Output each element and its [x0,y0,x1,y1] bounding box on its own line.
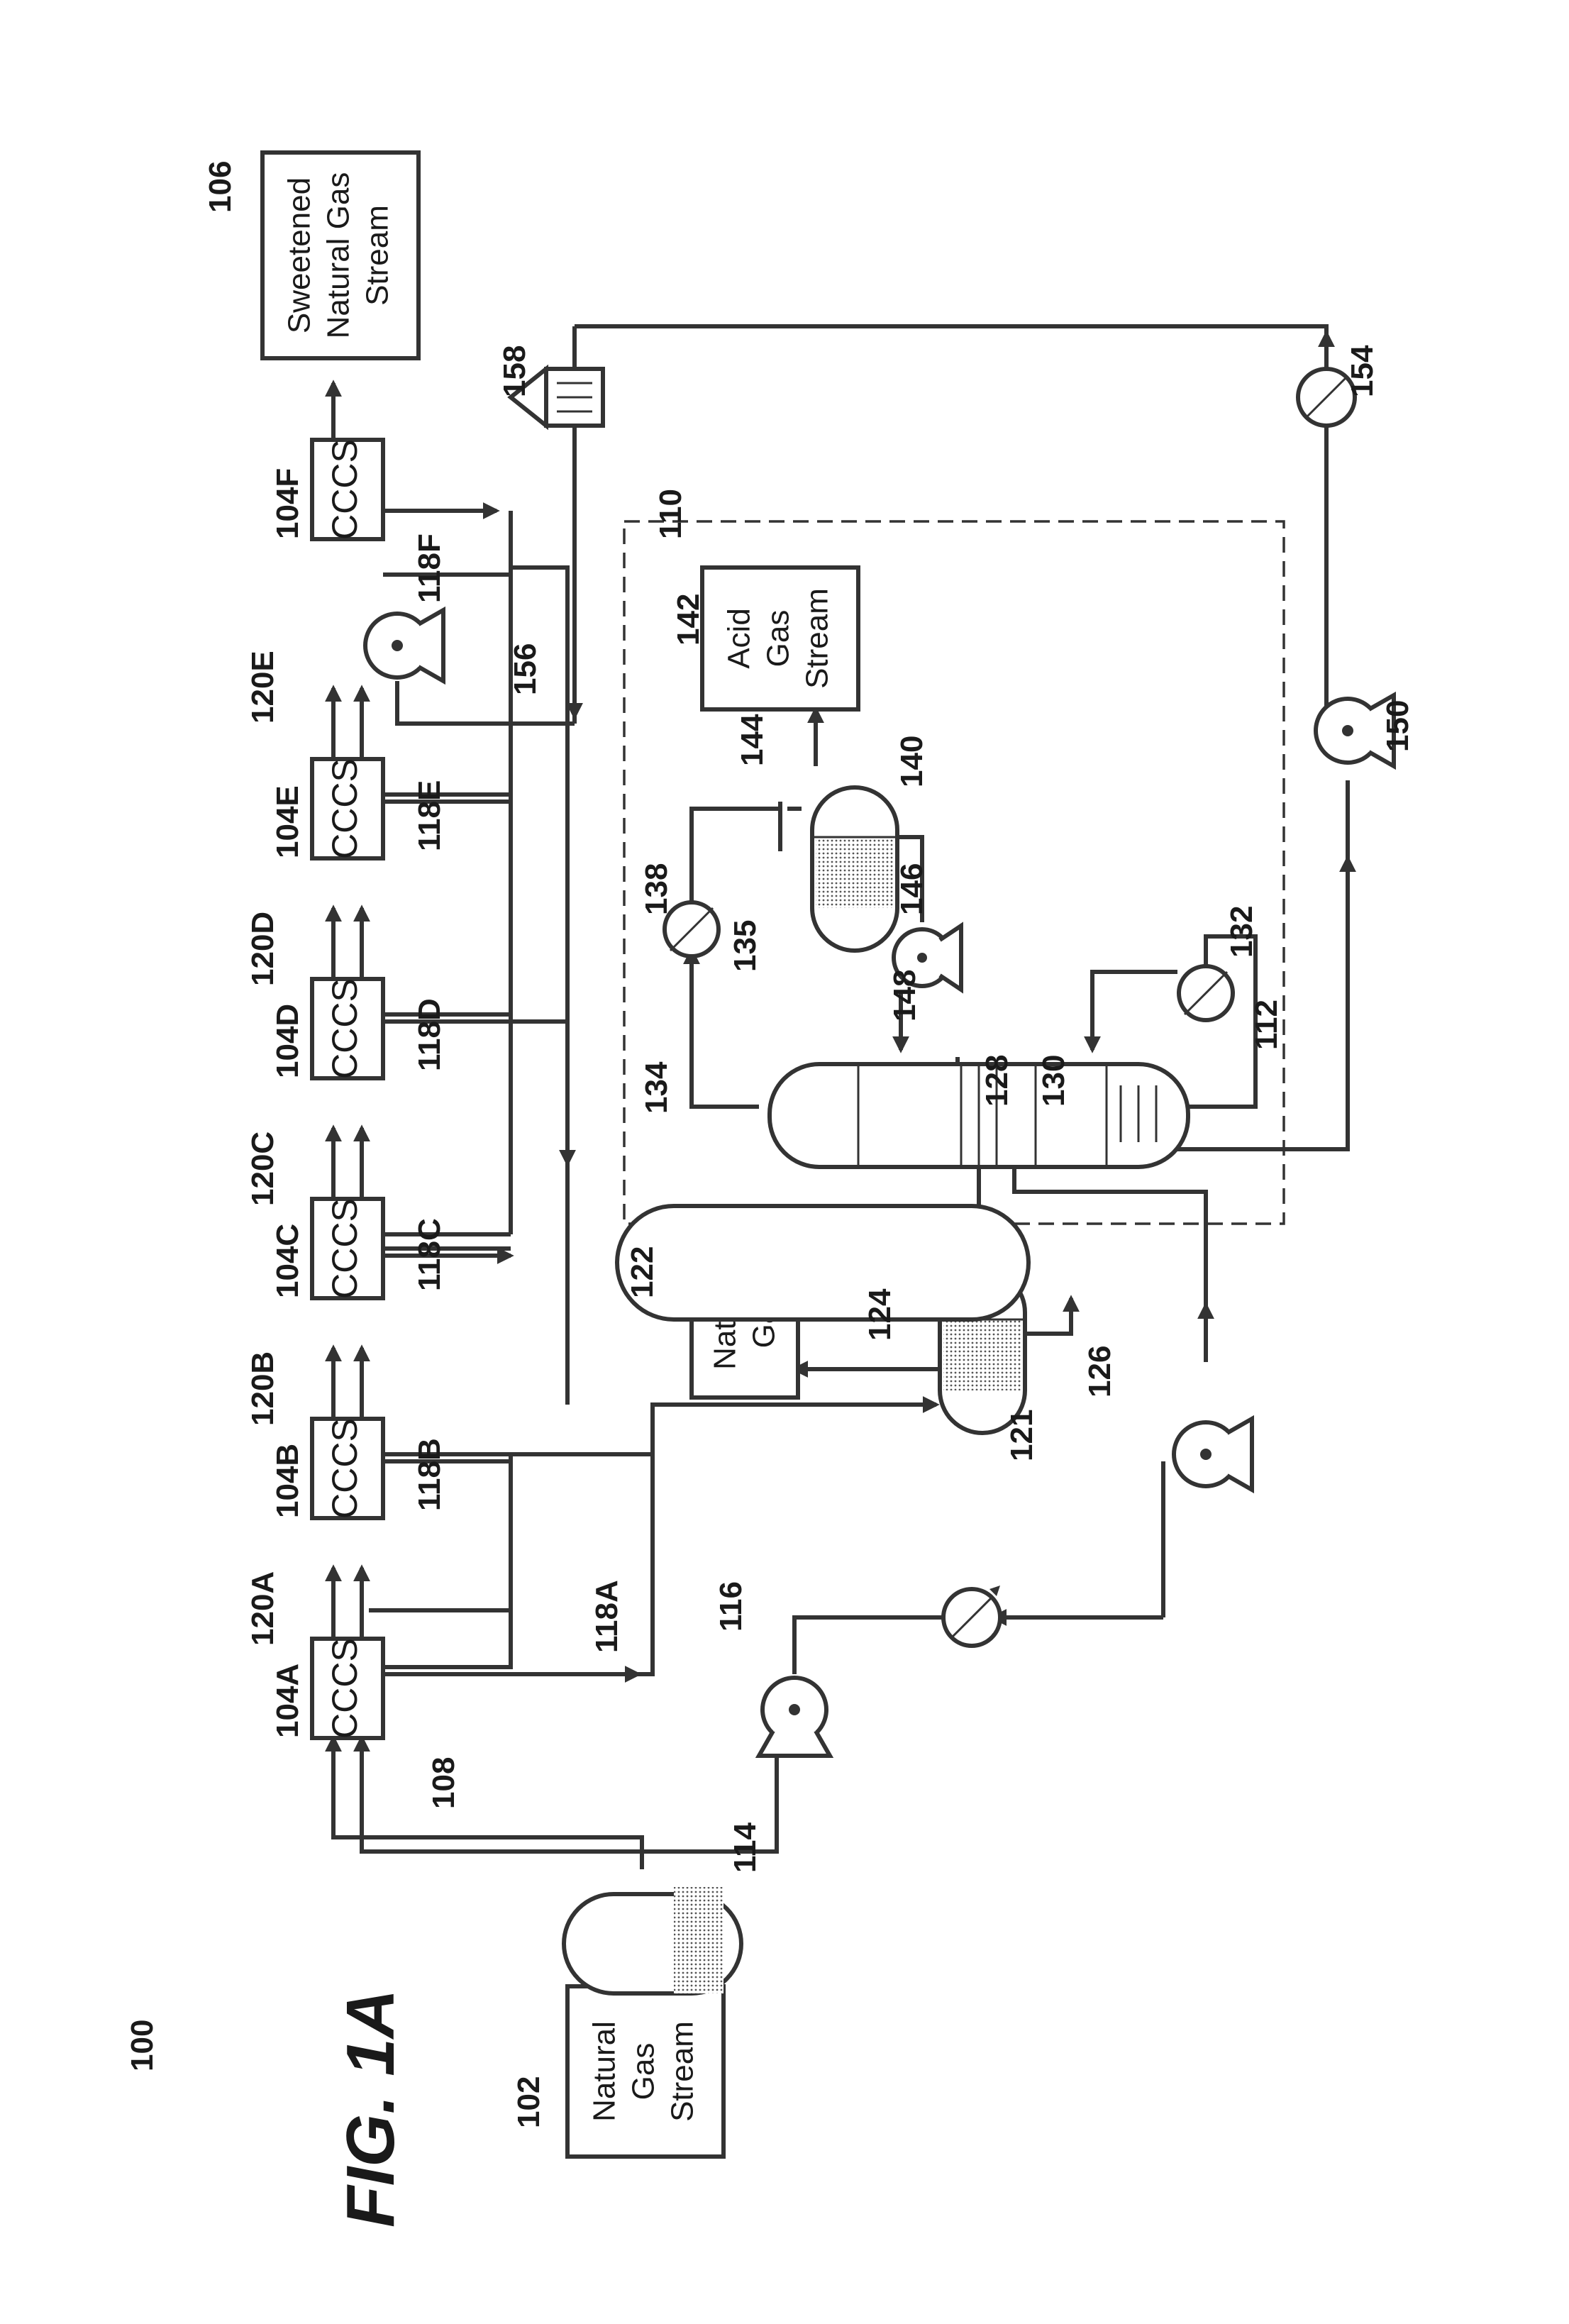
feed-stream-box: Natural Gas Stream [567,1986,723,2157]
ref-acid-gas: 142 [671,594,706,646]
contactor-104c: CCCS [312,1198,383,1299]
ref-contactor-e: 104E [270,785,305,858]
regenerator-column [617,1206,1029,1319]
inlet-separator [564,1887,741,1993]
ref-column-b: 130 [1036,1055,1071,1107]
ref-gas-a: 120A [245,1571,280,1646]
contactor-label: CCCS [325,758,365,859]
product-line-2: Natural Gas [321,172,356,339]
ref-contactor-f: 104F [270,468,305,539]
ref-gas-b: 120B [245,1351,280,1426]
acid-gas-line-1: Acid [722,608,757,669]
column-internals [770,1064,1188,1167]
ref-acid-gas-line: 144 [735,714,770,766]
reflux-drum [812,787,897,951]
product-line-3: Stream [360,205,395,306]
contactor-label: CCCS [325,439,365,540]
ref-makeup-tank: 158 [497,345,532,397]
reboiler-132 [1179,966,1233,1020]
ref-gas-e: 120E [245,651,280,724]
solvent-pump-116 [759,1678,830,1756]
ref-gas-d: 120D [245,912,280,986]
ref-feed-line: 108 [426,1757,461,1809]
contactor-label: CCCS [325,1198,365,1299]
ref-condenser: 135 [728,920,763,972]
ref-liquid-b: 118B [412,1438,447,1511]
ref-condenser-out: 138 [639,863,674,915]
contactor-label: CCCS [325,978,365,1079]
acid-gas-line-3: Stream [800,588,835,689]
feed-line-2: Gas [626,2043,661,2101]
ref-feed: 102 [511,2076,546,2128]
ref-reflux-pump: 148 [887,970,922,1022]
ref-flash-gas: 124 [863,1288,897,1341]
ref-contactor-a: 104A [270,1664,305,1738]
contactor-label: CCCS [325,1638,365,1739]
ref-lean-solvent: 112 [1249,1000,1284,1050]
ref-lean-pump: 150 [1380,700,1415,752]
ref-system: 100 [125,2020,160,2071]
ref-flash-drum: 121 [1004,1410,1039,1461]
ref-overhead: 134 [639,1061,674,1114]
figure-title: FIG. 1A [333,1989,409,2228]
product-line-1: Sweetened [282,177,317,333]
ref-liquid-d: 118D [412,998,447,1071]
booster-pump [1174,1419,1252,1490]
contactor-104d: CCCS [312,978,383,1079]
ref-contactor-b: 104B [270,1444,305,1518]
contactor-label: CCCS [325,1418,365,1519]
ref-reflux-drum: 140 [894,736,929,787]
ref-liquid-f: 118F [412,533,447,603]
ref-reflux-line: 146 [894,863,929,915]
contactor-104e: CCCS [312,758,383,859]
ref-natural-gas: 122 [625,1246,660,1298]
product-stream-box: Sweetened Natural Gas Stream [262,153,418,358]
ref-solvent-pump: 116 [714,1581,748,1632]
ref-contactor-d: 104D [270,1004,305,1078]
feed-line-1: Natural [587,2021,622,2122]
ref-reboiler: 132 [1224,906,1259,958]
contactor-104a: CCCS [312,1638,383,1739]
ref-column-a: 128 [980,1055,1014,1107]
acid-gas-box: Acid Gas Stream [702,568,858,709]
ref-liquid-a: 118A [589,1580,624,1653]
ref-gas-c: 120C [245,1131,280,1206]
contactor-104b: CCCS [312,1418,383,1519]
recycle-pump [365,610,443,681]
contactor-104f: CCCS [312,439,383,540]
feed-line-3: Stream [665,2021,700,2122]
ref-lean-cooler: 154 [1345,345,1380,397]
ref-product: 106 [203,161,238,213]
solvent-cooler [943,1586,1000,1646]
acid-gas-line-2: Gas [761,610,796,668]
ref-liquid-e: 118E [412,780,447,851]
ref-regenerator: 110 [653,489,688,539]
ref-inlet-separator: 114 [728,1822,763,1873]
ref-contactor-c: 104C [270,1224,305,1298]
ref-makeup-line: 156 [508,643,543,695]
ref-flash-liquid: 126 [1082,1346,1117,1398]
ref-liquid-c: 118C [412,1218,447,1291]
